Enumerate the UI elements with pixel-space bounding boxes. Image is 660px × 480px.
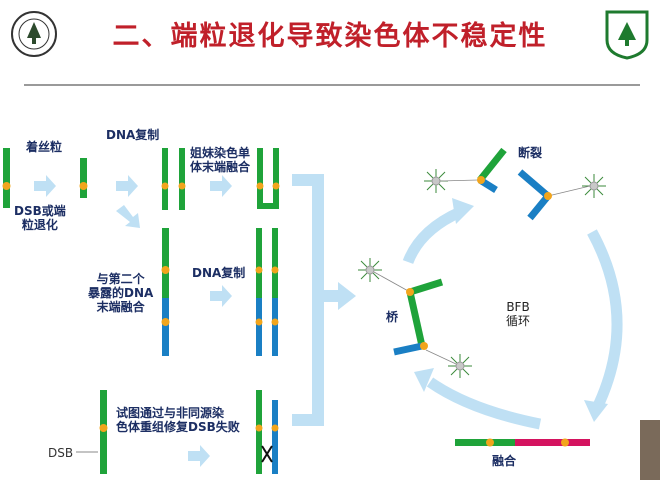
medical-school-seal-logo: [605, 10, 649, 60]
cycle-arrow-top: [402, 206, 463, 265]
label-dsb: DSB: [48, 446, 74, 460]
university-seal-logo: [11, 11, 57, 57]
label-bridge: 桥: [386, 310, 399, 324]
title-divider: [24, 84, 640, 86]
chromosome-dicentric: [161, 228, 170, 356]
chromosome-sister-fused: [256, 148, 280, 209]
spindle-pole-icons: [358, 169, 606, 378]
chromosome-dicentric-replicated: [255, 228, 279, 356]
merge-arrow-head: [338, 282, 356, 310]
chromosome-fused: [455, 438, 590, 447]
chromosome-broken-right: [517, 169, 552, 221]
label-bfb-cycle: BFB 循环: [506, 300, 531, 328]
chromosome-eroded: [79, 158, 88, 198]
flow-arrows: [34, 175, 232, 467]
label-fusion: 融合: [492, 454, 517, 468]
label-breakage: 断裂: [518, 146, 543, 160]
chromosome-broken-left: [477, 147, 507, 193]
label-sister-fusion: 姐妹染色单 体末端融合: [190, 146, 251, 174]
label-telomere: 着丝粒: [26, 140, 63, 154]
spindle-fibres: [373, 179, 591, 365]
chromosome-recombination-fail: [255, 390, 279, 474]
cycle-arrow-bottom: [426, 377, 542, 430]
chromosome-initial: [2, 148, 11, 208]
chromosome-dsb: [76, 390, 108, 474]
cycle-arrow-right: [587, 229, 623, 413]
label-dna-replication-1: DNA复制: [106, 128, 160, 142]
label-repair-fail: 试图通过与非同源染 色体重组修复DSB失败: [116, 406, 240, 434]
label-dna-replication-2: DNA复制: [192, 266, 246, 280]
label-fuse-second-end: 与第二个 暴露的DNA 末端融合: [88, 272, 154, 314]
label-dsb-erosion: DSB或端 粒退化: [14, 204, 66, 232]
chromosome-replicated: [161, 148, 186, 210]
background-photo-fragment: [640, 420, 660, 480]
merge-bracket-arrow: [292, 174, 324, 426]
page-title: 二、端粒退化导致染色体不稳定性: [112, 21, 548, 52]
chromosome-bridge: [393, 278, 444, 356]
